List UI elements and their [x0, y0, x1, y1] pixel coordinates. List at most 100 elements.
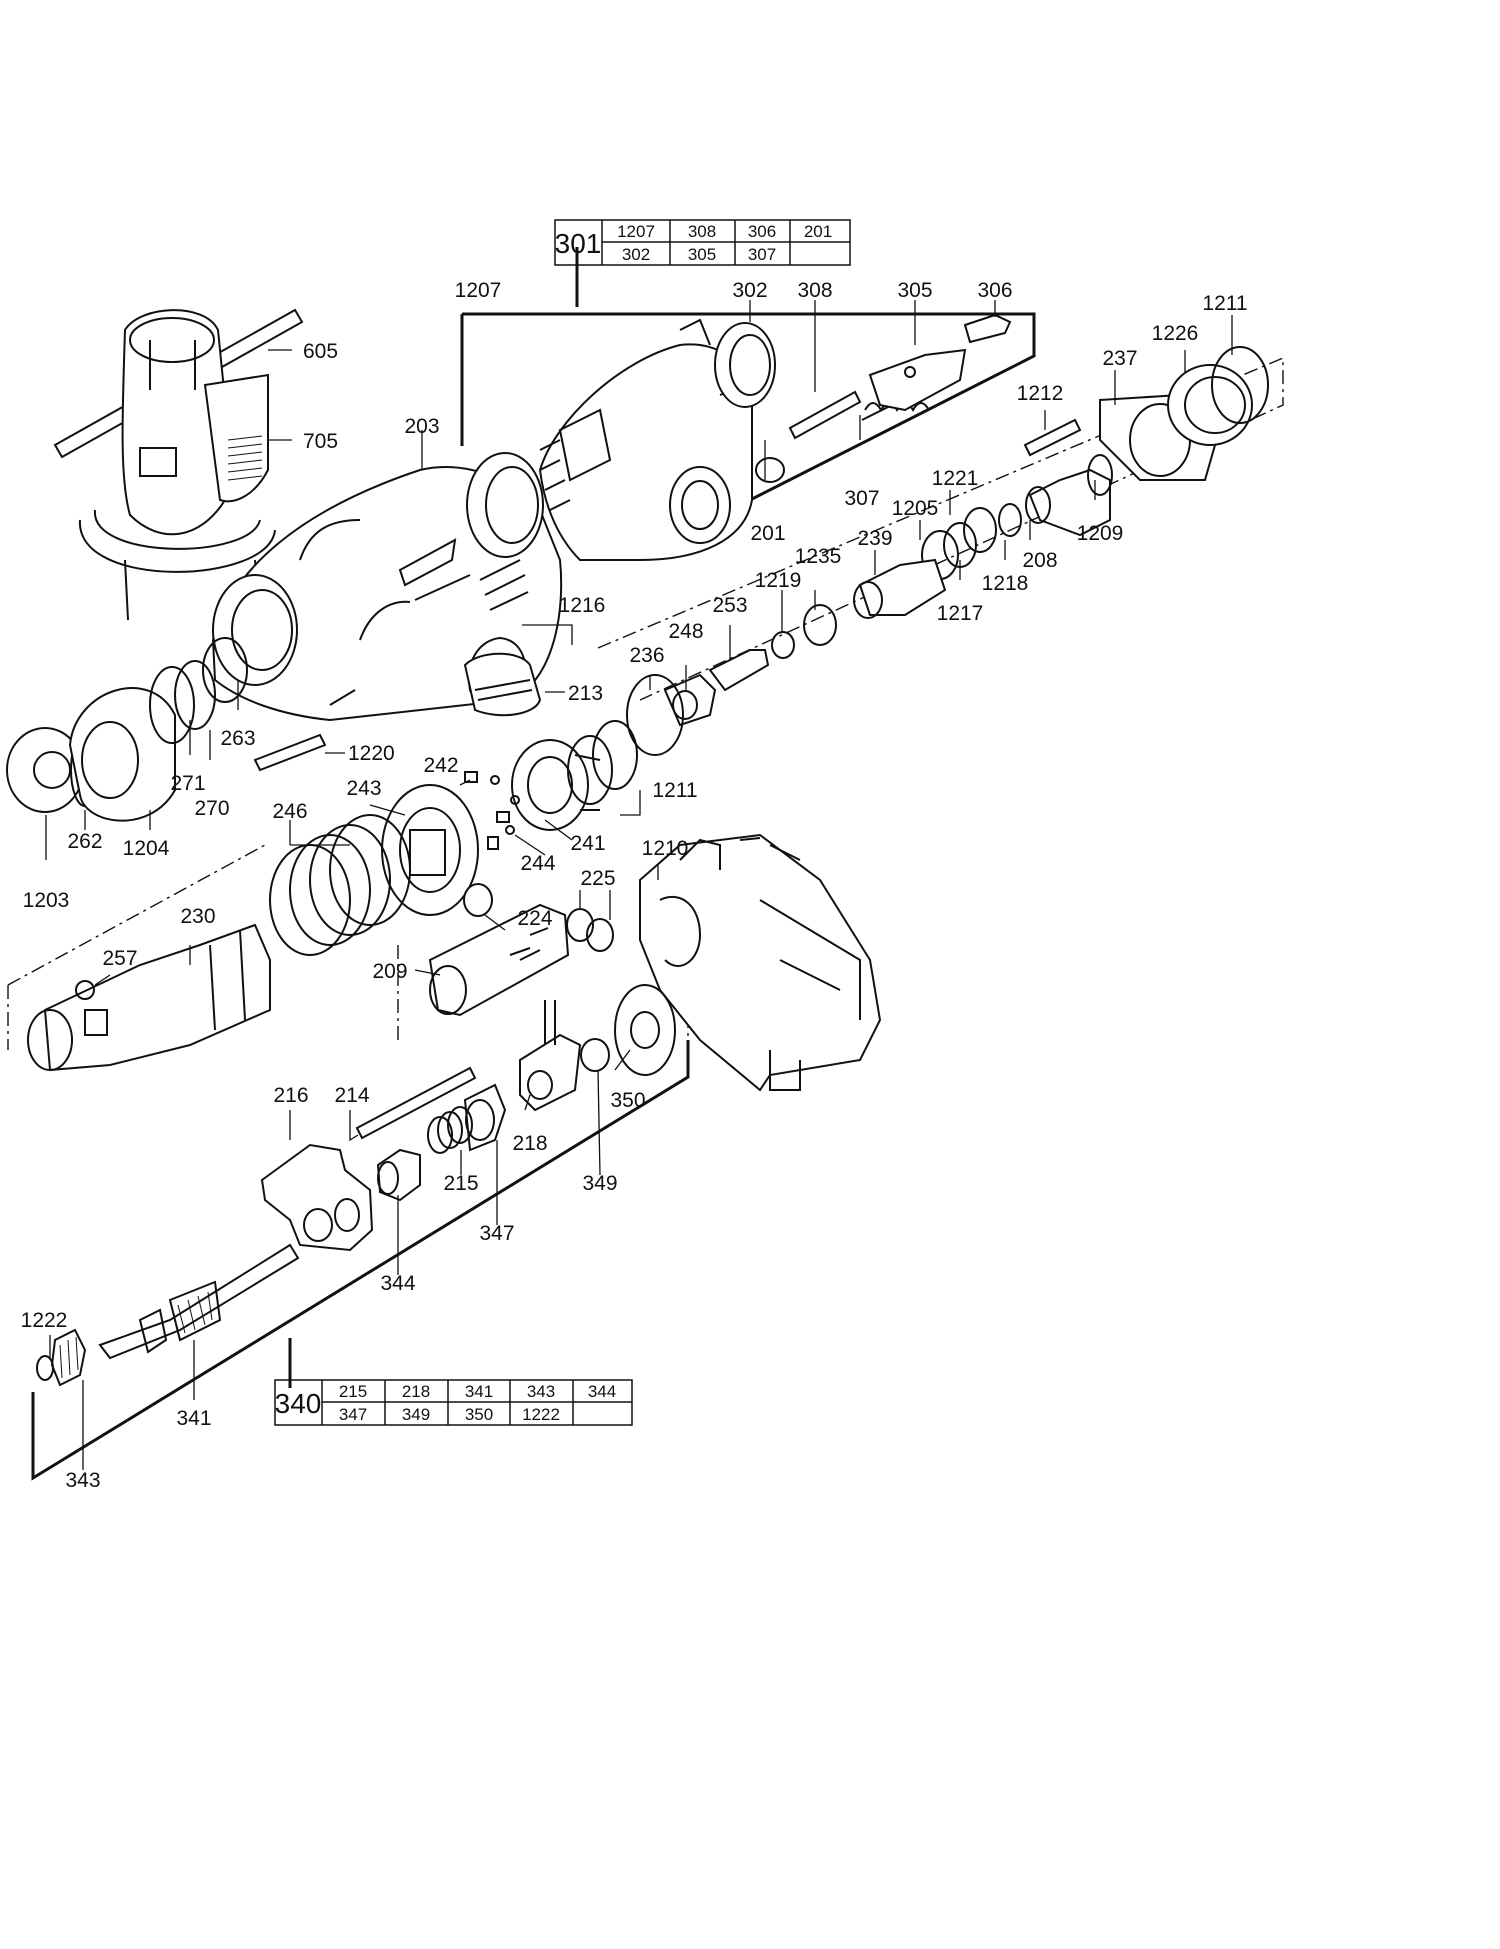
kit-table-cell: 1222: [522, 1405, 560, 1424]
bearing-1226: [1167, 364, 1253, 446]
callout-label: 1218: [982, 572, 1029, 595]
callout-label: 241: [570, 832, 605, 855]
callout-label: 253: [712, 594, 747, 617]
callout-label: 1217: [937, 602, 984, 625]
kit-table-cell: 307: [748, 245, 776, 264]
kit-table-cell: 306: [748, 222, 776, 241]
ring-1219: [771, 631, 795, 659]
rod-214: [355, 1066, 477, 1140]
callout-label: 271: [170, 772, 205, 795]
callout-label: 1211: [652, 779, 697, 802]
kit-table-cell: 344: [588, 1382, 616, 1401]
dust-cover-1204: [68, 687, 176, 822]
callout-label: 1219: [755, 569, 802, 592]
callout-label: 308: [797, 279, 832, 302]
motor-housing-1210: [639, 833, 882, 1092]
side-handle-705: [53, 308, 304, 621]
circlip-1222: [36, 1355, 54, 1381]
bearing-housing-1207: [466, 318, 753, 561]
kit-table-301: 301 1207 308 306 201 302 305 307: [554, 219, 851, 266]
callout-label: 246: [272, 800, 307, 823]
kit-table-cell: 1207: [617, 222, 655, 241]
callout-label: 225: [580, 867, 615, 890]
kit-table-cell: 218: [402, 1382, 430, 1401]
flange-350: [614, 984, 676, 1076]
plug-201: [755, 457, 785, 483]
kit-table-cell: 350: [465, 1405, 493, 1424]
callout-label: 1221: [932, 467, 979, 490]
callout-label: 224: [517, 907, 552, 930]
kit-table-cell: 305: [688, 245, 716, 264]
callout-label: 213: [568, 682, 603, 705]
callout-label: 343: [65, 1469, 100, 1492]
clutch-344: [376, 1148, 421, 1202]
callout-label: 705: [303, 430, 338, 453]
callout-label: 341: [176, 1407, 211, 1430]
callout-label: 306: [977, 279, 1012, 302]
callout-label: 1220: [348, 742, 395, 765]
callout-label: 244: [520, 852, 555, 875]
bearing-349: [580, 1038, 610, 1072]
kit-table-cell: 341: [465, 1382, 493, 1401]
callout-label: 344: [380, 1272, 415, 1295]
callout-label: 215: [443, 1172, 478, 1195]
kit-table-cell: 343: [527, 1382, 555, 1401]
screw-306: [963, 313, 1012, 344]
callout-label: 1205: [892, 497, 939, 520]
callout-label: 263: [220, 727, 255, 750]
callout-label: 1210: [642, 837, 689, 860]
shaft-341: [98, 1243, 300, 1360]
kit-table-301-id: 301: [555, 228, 602, 259]
callout-label: 216: [273, 1084, 308, 1107]
callout-label: 1211: [1202, 292, 1247, 315]
shift-fork-216: [260, 1143, 374, 1252]
callout-label: 1216: [559, 594, 606, 617]
o-rings-225: [566, 908, 614, 952]
callout-label: 350: [610, 1089, 645, 1112]
o-ring-236: [626, 674, 684, 756]
piston-209: [428, 903, 570, 1017]
kit-table-cell: 302: [622, 245, 650, 264]
callout-label: 307: [844, 487, 879, 510]
callout-label: 1203: [23, 889, 70, 912]
callout-label: 214: [334, 1084, 369, 1107]
plate-305: [868, 348, 967, 412]
kit-table-cell: 201: [804, 222, 832, 241]
kit-table-340-id: 340: [275, 1388, 322, 1419]
callout-label: 349: [582, 1172, 617, 1195]
ring-1235: [803, 604, 837, 646]
gear-243: [381, 784, 479, 916]
callout-label: 262: [67, 830, 102, 853]
callout-label: 605: [303, 340, 338, 363]
ring-263: [202, 637, 248, 703]
pin-253: [708, 649, 770, 692]
screw-1220: [253, 733, 327, 772]
callout-label: 1226: [1152, 322, 1199, 345]
callout-label: 218: [512, 1132, 547, 1155]
pin-224: [463, 883, 493, 917]
callout-label: 257: [102, 947, 137, 970]
callout-label: 203: [404, 415, 439, 438]
callout-label: 239: [857, 527, 892, 550]
callout-label: 302: [732, 279, 767, 302]
kit-table-340: 340 215 218 341 343 344 347 349 350 1222: [274, 1379, 633, 1426]
callout-label: 1212: [1017, 382, 1064, 405]
callout-label: 347: [479, 1222, 514, 1245]
pinion-343: [50, 1328, 87, 1387]
ring-271: [149, 666, 195, 744]
callout-label: 1209: [1077, 522, 1124, 545]
kit-table-cell: 347: [339, 1405, 367, 1424]
callout-label: 208: [1022, 549, 1057, 572]
kit-table-cell: 215: [339, 1382, 367, 1401]
callout-label: 1235: [795, 545, 842, 568]
hammer-tube-230: [27, 923, 271, 1072]
gear-241: [511, 739, 601, 831]
balls-244: [490, 775, 520, 835]
springs-246: [269, 814, 411, 956]
screw-1212: [1023, 418, 1082, 457]
kit-table-cell: 308: [688, 222, 716, 241]
callout-label: 201: [750, 522, 785, 545]
gear-347: [463, 1083, 507, 1152]
ring-pair-1211: [567, 720, 638, 805]
